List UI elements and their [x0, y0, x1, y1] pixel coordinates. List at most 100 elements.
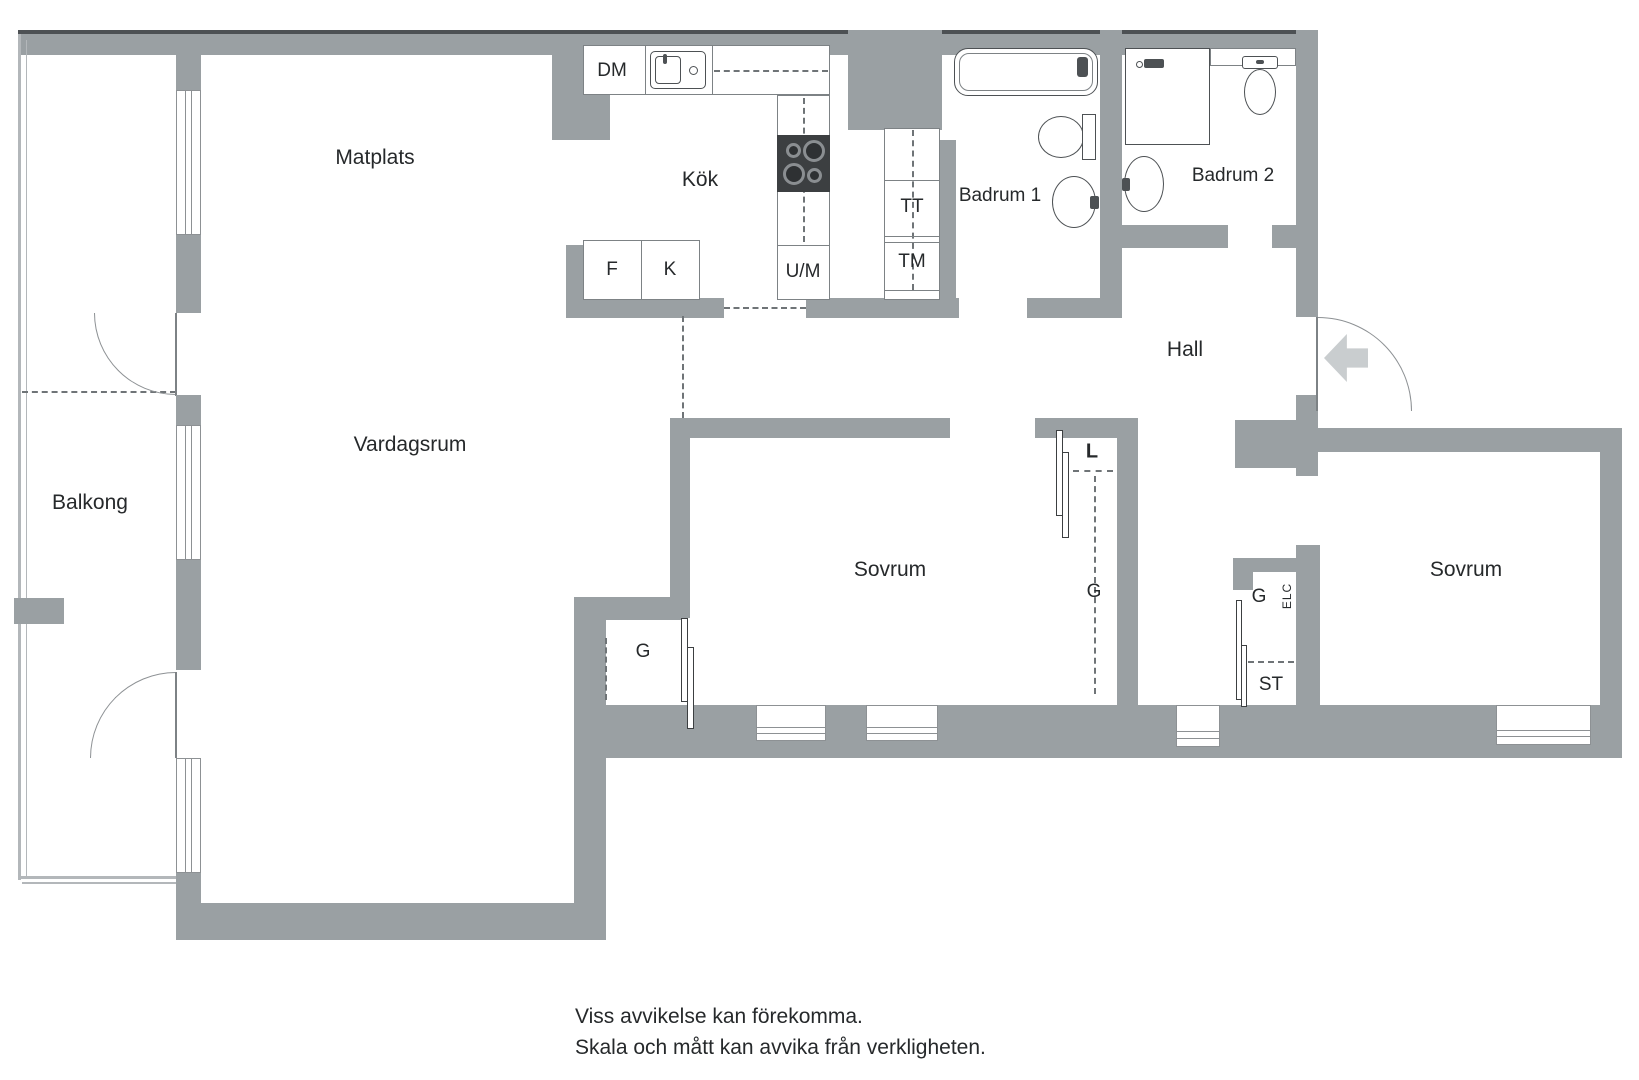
- wardrobe-l-dashed: [1073, 470, 1113, 472]
- balcony-door-lower-leaf: [175, 672, 177, 758]
- wall-nook-top: [574, 597, 688, 620]
- washbasin-icon-badrum2: [1124, 156, 1164, 212]
- wall-sovrum2-right: [1600, 428, 1622, 758]
- wall-sovrum1-left: [670, 418, 690, 618]
- balcony-section-dashed-line: [22, 391, 176, 393]
- appliance-label-f: F: [606, 259, 618, 280]
- wall-kitchen-base-right: [806, 298, 959, 318]
- balcony-wall-stub: [14, 598, 64, 624]
- disclaimer-line-1: Viss avvikelse kan förekomma.: [575, 1005, 863, 1028]
- wall-badrum1-bottom: [1027, 298, 1122, 318]
- washbasin-tap-badrum1: [1090, 196, 1099, 209]
- storage-label-g-nook: G: [635, 641, 651, 662]
- balcony-rail-bottom: [18, 876, 178, 879]
- wall-sovrum2-top: [1318, 428, 1600, 452]
- appliance-label-k: K: [663, 259, 677, 280]
- stove-icon: [777, 135, 830, 192]
- balcony-door-upper-leaf: [175, 313, 177, 396]
- kitchen-opening-dashed: [724, 307, 806, 309]
- toilet-handle-badrum2: [1256, 60, 1264, 64]
- wall-west-seg1: [176, 55, 201, 90]
- sink-tap: [663, 54, 667, 64]
- stove-burner: [803, 140, 825, 162]
- room-label-sovrum2: Sovrum: [1429, 558, 1503, 581]
- wall-wardrobe-strip-right: [1117, 418, 1138, 708]
- fk-divider: [641, 240, 642, 300]
- nook-dashed: [605, 638, 607, 700]
- wall-badrum1-right: [1100, 30, 1122, 318]
- sliding-door-icon-sovrum1-b: [1062, 452, 1069, 538]
- window-icon-west-a: [176, 90, 201, 235]
- storage-label-elc: ELC: [1280, 582, 1294, 610]
- wall-west-seg3: [176, 395, 201, 425]
- sink-basin: [655, 56, 681, 84]
- balcony-rail-left-inner: [26, 40, 27, 876]
- washbasin-tap-badrum2: [1122, 178, 1130, 191]
- wall-wardrobe-strip-top: [1035, 418, 1120, 438]
- wall-closet-right: [1296, 545, 1320, 708]
- bathtub-icon: [954, 48, 1098, 96]
- appliance-label-um: U/M: [785, 261, 821, 282]
- room-label-kok: Kök: [681, 168, 719, 191]
- toilet-tank-badrum2: [1242, 56, 1278, 69]
- stove-burner: [786, 143, 801, 158]
- wall-kitchen-base-left: [566, 298, 724, 318]
- disclaimer-line-2: Skala och mått kan avvika från verklighe…: [575, 1036, 986, 1059]
- toilet-icon-badrum2: [1244, 69, 1276, 115]
- shower-hose: [1136, 61, 1143, 68]
- appliance-label-tt: TT: [900, 196, 924, 217]
- window-icon-sovrum1-a: [756, 705, 826, 741]
- laundry-dashed-line: [912, 130, 914, 290]
- counter-dashed-line: [714, 70, 828, 72]
- room-label-badrum1: Badrum 1: [958, 185, 1042, 206]
- laundry-cell-line-d: [884, 290, 940, 291]
- wall-badrum1-left: [940, 140, 956, 318]
- kitchen-sink-icon: [650, 51, 706, 89]
- shower-head: [1144, 59, 1164, 68]
- window-icon-sovrum2: [1496, 705, 1591, 745]
- window-icon-west-c: [176, 758, 201, 873]
- bathtub-inner: [959, 53, 1093, 91]
- shower-icon: [1125, 48, 1210, 145]
- window-icon-sovrum1-b: [866, 705, 938, 741]
- wall-livingroom-east: [574, 597, 606, 940]
- stove-burner: [783, 163, 805, 185]
- storage-label-g-wall: G: [1086, 581, 1102, 602]
- closet-dashed: [1248, 661, 1294, 663]
- storage-label-g-closet: G: [1251, 586, 1267, 607]
- balcony-rail-bottom-inner: [22, 882, 178, 884]
- sink-drain: [689, 66, 698, 75]
- appliance-label-tm: TM: [898, 251, 926, 272]
- laundry-cell-line-a: [884, 180, 940, 181]
- bathtub-faucet: [1077, 57, 1088, 77]
- wall-kitchen-topright-block: [848, 30, 942, 130]
- wall-entrance-block: [1235, 420, 1318, 468]
- wall-entrance-tick: [1296, 468, 1318, 476]
- kitchen-sovrum-dashed: [682, 316, 684, 418]
- laundry-cell-line-c: [884, 242, 940, 243]
- wall-closet-corner: [1233, 558, 1253, 590]
- wall-livingroom-bottom: [176, 903, 606, 940]
- entrance-door-leaf: [1316, 317, 1318, 411]
- room-label-badrum2: Badrum 2: [1191, 165, 1275, 186]
- stove-burner: [807, 168, 822, 183]
- storage-label-st: ST: [1258, 674, 1284, 695]
- room-label-hall: Hall: [1166, 338, 1204, 361]
- toilet-tank-badrum1: [1082, 114, 1096, 160]
- door-swing-icon-balcony-upper: [94, 313, 176, 395]
- balcony-rail-left: [18, 34, 21, 880]
- wall-badrum2-right: [1296, 30, 1318, 317]
- wall-entrance-stub: [1296, 395, 1318, 420]
- wall-west-seg4: [176, 560, 201, 670]
- wall-fk-stub: [566, 245, 583, 300]
- counter-divider-2: [712, 45, 713, 95]
- storage-label-l: L: [1085, 440, 1099, 463]
- wall-sovrum1-top: [670, 418, 950, 438]
- sliding-door-icon-nook-b: [687, 647, 694, 729]
- wall-badrum2-bottom-left: [1122, 225, 1228, 248]
- window-icon-hall: [1176, 705, 1220, 747]
- wardrobe-g-dashed: [1094, 476, 1096, 694]
- room-label-vardagsrum: Vardagsrum: [353, 433, 467, 456]
- wall-badrum2-bottom-right: [1272, 225, 1296, 248]
